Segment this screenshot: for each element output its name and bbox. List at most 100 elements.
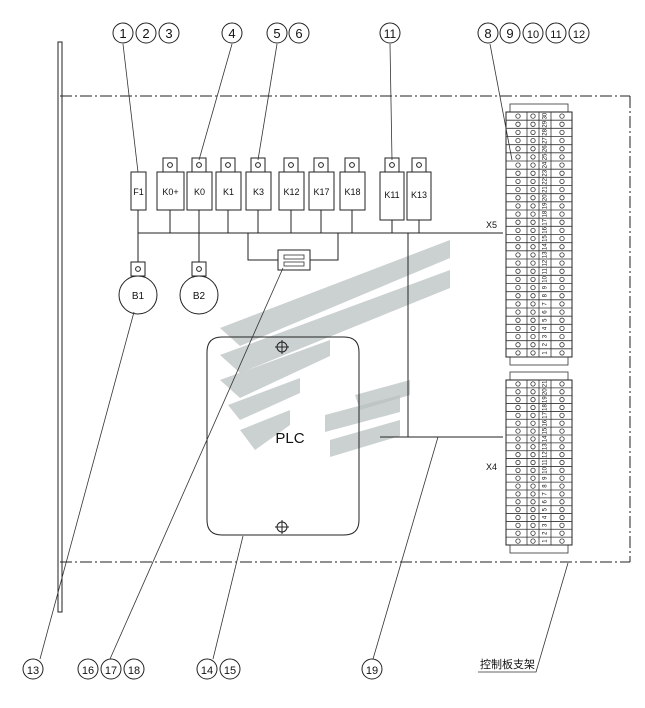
svg-text:K17: K17 bbox=[313, 187, 329, 197]
terminal-screw bbox=[530, 195, 536, 201]
terminal-screw bbox=[559, 195, 565, 201]
terminal-screw bbox=[530, 404, 536, 411]
terminal-screw bbox=[559, 162, 565, 168]
terminal-screw bbox=[559, 428, 565, 434]
terminal-number: 27 bbox=[543, 137, 549, 144]
svg-text:16: 16 bbox=[82, 665, 94, 677]
terminal-number: 6 bbox=[543, 310, 549, 314]
terminal-number: 12 bbox=[543, 259, 549, 266]
terminal-number: 21 bbox=[543, 186, 549, 193]
terminal-number: 29 bbox=[543, 120, 549, 127]
terminal-screw bbox=[559, 284, 565, 291]
terminal-screw bbox=[515, 342, 521, 348]
terminal-screw bbox=[530, 137, 536, 144]
terminal-screw bbox=[559, 293, 565, 299]
svg-text:19: 19 bbox=[366, 665, 378, 677]
terminal-number: 16 bbox=[543, 419, 549, 426]
terminal-screw bbox=[515, 333, 521, 340]
terminal-screw bbox=[530, 420, 536, 426]
terminal-screw bbox=[530, 227, 536, 234]
terminal-number: 13 bbox=[543, 443, 549, 450]
svg-text:11: 11 bbox=[384, 27, 397, 41]
svg-text:9: 9 bbox=[506, 26, 513, 41]
terminal-screw bbox=[515, 170, 521, 176]
terminal-screw bbox=[559, 227, 565, 234]
terminal-number: 18 bbox=[543, 210, 549, 217]
terminal-screw bbox=[559, 154, 565, 160]
terminal-screw bbox=[559, 137, 565, 144]
svg-text:K1: K1 bbox=[223, 187, 234, 197]
terminal-screw bbox=[559, 325, 565, 332]
left-rail bbox=[57, 41, 63, 613]
terminal-screw bbox=[559, 412, 565, 418]
terminal-screw bbox=[559, 301, 565, 307]
svg-text:13: 13 bbox=[27, 665, 39, 677]
callout-1: 1 bbox=[112, 22, 134, 44]
terminal-screw bbox=[530, 317, 536, 323]
terminal-screw bbox=[515, 317, 521, 323]
svg-text:17: 17 bbox=[105, 665, 117, 677]
terminal-screw bbox=[530, 522, 536, 528]
terminal-screw bbox=[515, 154, 521, 160]
terminal-screw bbox=[515, 252, 521, 258]
terminal-screw bbox=[515, 420, 521, 426]
terminal-screw bbox=[530, 293, 536, 299]
terminal-screw bbox=[515, 467, 521, 473]
svg-text:K3: K3 bbox=[253, 187, 264, 197]
terminal-screw bbox=[515, 428, 521, 434]
component-k13: K13 bbox=[406, 157, 432, 221]
terminal-screw bbox=[559, 350, 565, 356]
terminal-number: 21 bbox=[543, 380, 549, 387]
terminal-screw bbox=[530, 178, 536, 185]
terminal-number: 13 bbox=[543, 251, 549, 258]
terminal-screw bbox=[515, 276, 521, 283]
terminal-number: 9 bbox=[543, 285, 549, 289]
terminal-screw bbox=[530, 154, 536, 160]
terminal-screw bbox=[515, 530, 521, 536]
terminal-screw bbox=[515, 186, 521, 193]
svg-text:1: 1 bbox=[119, 26, 126, 41]
callout-2: 2 bbox=[135, 22, 157, 44]
svg-text:2: 2 bbox=[142, 26, 149, 41]
terminal-screw bbox=[530, 113, 536, 119]
terminal-screw bbox=[515, 483, 521, 489]
terminal-screw bbox=[515, 325, 521, 332]
terminal-screw bbox=[530, 350, 536, 356]
terminal-screw bbox=[530, 444, 536, 450]
svg-text:K12: K12 bbox=[283, 187, 299, 197]
callout-16: 16 bbox=[77, 658, 99, 680]
terminal-screw bbox=[559, 244, 565, 250]
terminal-number: 15 bbox=[543, 235, 549, 242]
bracket-label: 控制板支架 bbox=[480, 657, 535, 671]
terminal-number: 4 bbox=[543, 515, 549, 519]
terminal-number: 2 bbox=[543, 531, 549, 535]
terminal-screw bbox=[530, 325, 536, 332]
watermark-logo bbox=[220, 240, 450, 457]
callout-15: 15 bbox=[219, 658, 241, 680]
svg-text:11: 11 bbox=[550, 29, 561, 41]
terminal-screw bbox=[530, 186, 536, 193]
component-k11: K11 bbox=[379, 157, 405, 221]
terminal-screw bbox=[559, 276, 565, 283]
terminal-number: 1 bbox=[543, 539, 549, 543]
callout-17: 17 bbox=[100, 658, 122, 680]
component-k17: K17 bbox=[308, 157, 335, 211]
terminal-screw bbox=[530, 538, 536, 544]
terminal-screw bbox=[559, 252, 565, 258]
component-k1: K1 bbox=[215, 157, 242, 211]
terminal-screw bbox=[515, 219, 521, 225]
svg-text:4: 4 bbox=[228, 26, 235, 41]
connector-block bbox=[277, 249, 311, 271]
terminal-screw bbox=[515, 235, 521, 242]
terminal-screw bbox=[530, 514, 536, 521]
terminal-screw bbox=[559, 268, 565, 274]
terminal-screw bbox=[559, 522, 565, 528]
callout-8: 8 bbox=[477, 22, 499, 44]
component-k0: K0 bbox=[186, 157, 213, 211]
callout-4: 4 bbox=[221, 22, 243, 44]
callout-3: 3 bbox=[158, 22, 180, 44]
terminal-number: 5 bbox=[543, 507, 549, 511]
terminal-number: 15 bbox=[543, 427, 549, 434]
svg-text:K0+: K0+ bbox=[162, 187, 178, 197]
